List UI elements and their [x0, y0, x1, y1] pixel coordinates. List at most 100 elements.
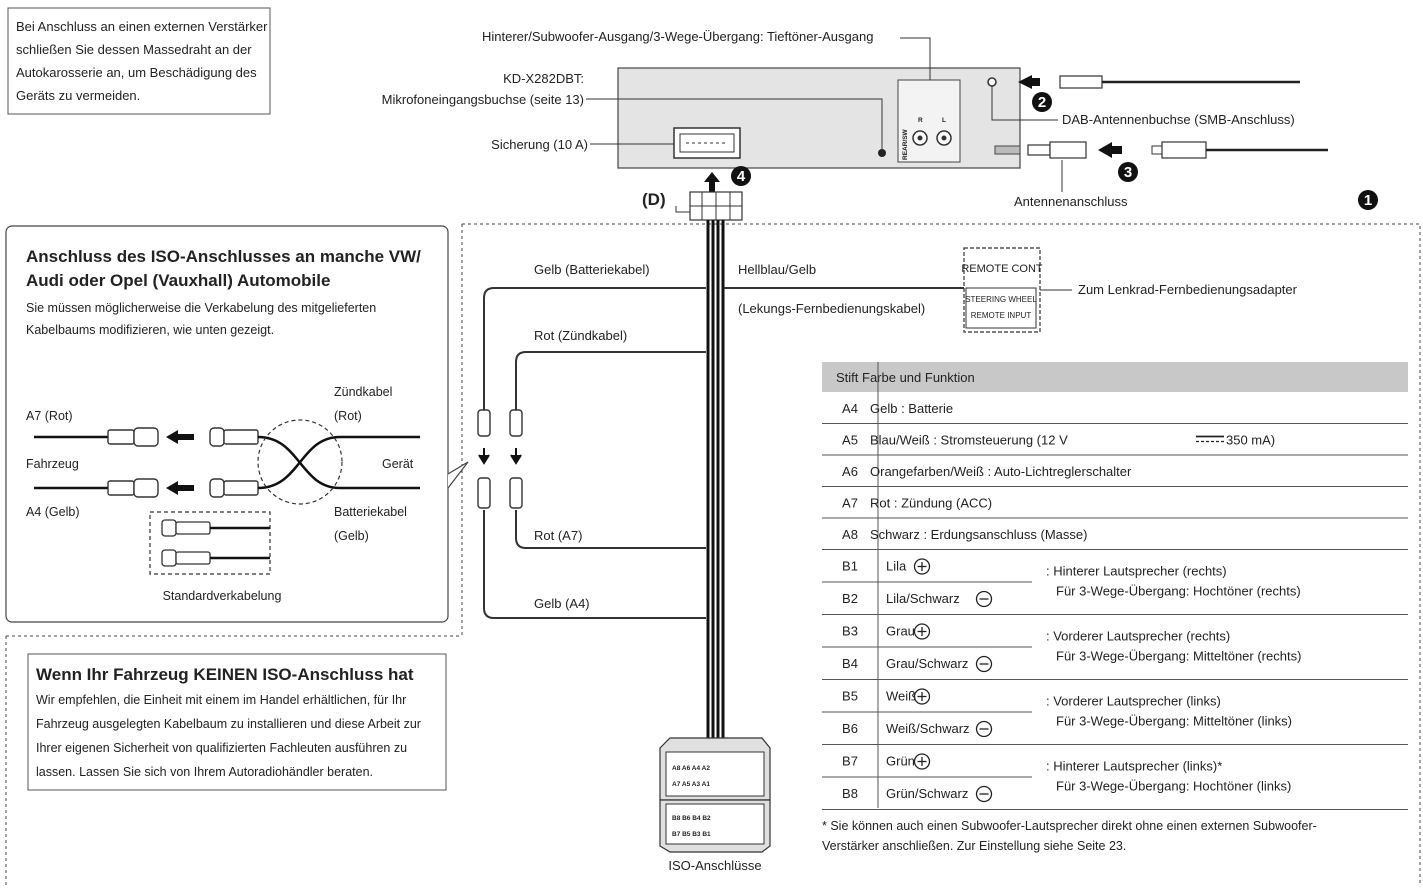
- marker-2: 2: [1032, 92, 1052, 112]
- speaker-group-line1: : Hinterer Lautsprecher (rechts): [1046, 564, 1227, 579]
- harness-bundle: [706, 220, 725, 738]
- pin-function: Rot : Zündung (ACC): [870, 496, 992, 511]
- speaker-group-line2: Für 3-Wege-Übergang: Hochtöner (rechts): [1056, 584, 1301, 599]
- plus-icon: [913, 623, 931, 640]
- iso-a-row2: A7 A5 A3 A1: [672, 781, 710, 788]
- speaker-color: Grün: [886, 754, 915, 769]
- speaker-group-line2: Für 3-Wege-Übergang: Hochtöner (links): [1056, 779, 1291, 794]
- no-iso-box: Wenn Ihr Fahrzeug KEINEN ISO-Anschluss h…: [27, 653, 447, 791]
- iso-connectors: A8 A6 A4 A2 A7 A5 A3 A1 B8 B6 B4 B2 B7 B…: [659, 737, 771, 853]
- pin-label: A8: [842, 527, 858, 542]
- plus-icon: [913, 688, 931, 705]
- jack-r-label: R: [918, 117, 923, 124]
- minus-icon: [975, 590, 993, 608]
- speaker-group-line1: : Vorderer Lautsprecher (links): [1046, 694, 1221, 709]
- speaker-color: Lila: [886, 559, 907, 574]
- plus-icon: [913, 753, 931, 770]
- vw-desc-2: Kabelbaums modifizieren, wie unten gezei…: [26, 323, 274, 337]
- pin-table-header: Stift Farbe und Funktion: [836, 370, 975, 385]
- antenna-cable: [1027, 141, 1328, 159]
- svg-text:3: 3: [1124, 164, 1132, 181]
- label-device: Gerät: [382, 457, 414, 471]
- label-dab: DAB-Antennenbuchse (SMB-Anschluss): [1062, 112, 1295, 127]
- label-yellow-battery: Gelb (Batteriekabel): [534, 262, 650, 277]
- label-rear-out: Hinterer/Subwoofer-Ausgang/3-Wege-Überga…: [482, 29, 873, 44]
- label-bat-1: Batteriekabel: [334, 505, 407, 519]
- ground-note-line: schließen Sie dessen Massedraht an der: [16, 42, 252, 57]
- iso-label: ISO-Anschlüsse: [668, 858, 761, 873]
- speaker-group-line2: Für 3-Wege-Übergang: Mitteltöner (rechts…: [1056, 649, 1301, 664]
- no-iso-line: Wir empfehlen, die Einheit mit einem im …: [36, 693, 406, 707]
- speaker-color: Weiß: [886, 689, 916, 704]
- label-model: KD-X282DBT:: [503, 71, 584, 86]
- label-red-a7: Rot (A7): [534, 528, 582, 543]
- speaker-color: Grau/Schwarz: [886, 656, 968, 671]
- pin-function-extra: 350 mA): [1226, 433, 1275, 448]
- marker-3: 3: [1118, 162, 1138, 182]
- plus-icon: [913, 558, 931, 575]
- pin-label: B8: [842, 786, 858, 801]
- label-a7: A7 (Rot): [26, 409, 73, 423]
- head-unit: REAR/SW R L: [617, 67, 1021, 169]
- label-bat-2: (Gelb): [334, 529, 369, 543]
- minus-icon: [975, 785, 993, 803]
- harness-plug: (D): [642, 190, 743, 221]
- label-ign-2: (Rot): [334, 409, 362, 423]
- pin-label: B2: [842, 591, 858, 606]
- pin-label: B7: [842, 754, 858, 769]
- speaker-group-line1: : Vorderer Lautsprecher (rechts): [1046, 629, 1230, 644]
- label-red-ignition: Rot (Zündkabel): [534, 328, 627, 343]
- remote-input-connector: REMOTE CONT STEERING WHEEL REMOTE INPUT: [961, 247, 1043, 333]
- vw-box: Anschluss des ISO-Anschlusses an manche …: [5, 225, 469, 623]
- iso-a-row1: A8 A6 A4 A2: [672, 765, 710, 772]
- footnote-line-1: * Sie können auch einen Subwoofer-Lautsp…: [822, 819, 1317, 833]
- speaker-color: Grün/Schwarz: [886, 786, 968, 801]
- label-steering-adapter: Zum Lenkrad-Fernbedienungsadapter: [1078, 282, 1298, 297]
- label-d: (D): [642, 190, 666, 209]
- remote-input-label: REMOTE INPUT: [971, 311, 1032, 320]
- bullet-connectors: [477, 409, 523, 509]
- ground-note-line: Geräts zu vermeiden.: [16, 88, 140, 103]
- speaker-color: Lila/Schwarz: [886, 591, 960, 606]
- svg-text:2: 2: [1038, 94, 1046, 111]
- pin-label: A4: [842, 401, 858, 416]
- speaker-color: Grau: [886, 624, 915, 639]
- no-iso-title: Wenn Ihr Fahrzeug KEINEN ISO-Anschluss h…: [36, 665, 414, 684]
- vw-desc-1: Sie müssen möglicherweise die Verkabelun…: [26, 301, 376, 315]
- vw-title-1: Anschluss des ISO-Anschlusses an manche …: [26, 247, 421, 266]
- jack-l-label: L: [942, 117, 946, 124]
- svg-text:4: 4: [737, 168, 746, 185]
- label-vehicle: Fahrzeug: [26, 457, 79, 471]
- minus-icon: [975, 720, 993, 738]
- label-steering: (Lekungs-Fernbedienungskabel): [738, 301, 925, 316]
- pin-label: B1: [842, 559, 858, 574]
- speaker-group-line2: Für 3-Wege-Übergang: Mitteltöner (links): [1056, 714, 1292, 729]
- jack-text: REAR/SW: [902, 128, 909, 160]
- pin-label: B6: [842, 721, 858, 736]
- pin-function: Gelb : Batterie: [870, 401, 953, 416]
- pin-label: A6: [842, 464, 858, 479]
- iso-b-row1: B8 B6 B4 B2: [672, 815, 711, 822]
- label-standard: Standardverkabelung: [163, 589, 282, 603]
- label-a4: A4 (Gelb): [26, 505, 80, 519]
- marker-1: 1: [1358, 190, 1378, 210]
- remote-steering-label: STEERING WHEEL: [965, 295, 1037, 304]
- no-iso-line: lassen. Lassen Sie sich von Ihrem Autora…: [36, 765, 373, 779]
- label-yellow-a4: Gelb (A4): [534, 596, 590, 611]
- vw-title-2: Audi oder Opel (Vauxhall) Automobile: [26, 271, 330, 290]
- svg-text:1: 1: [1364, 192, 1372, 209]
- ground-note-line: Autokarosserie an, um Beschädigung des: [16, 65, 257, 80]
- remote-cont-label: REMOTE CONT: [961, 263, 1043, 275]
- minus-icon: [975, 655, 993, 673]
- no-iso-line: Fahrzeug ausgelegten Kabelbaum zu instal…: [36, 717, 421, 731]
- dab-jack: [987, 77, 997, 87]
- ground-note-line: Bei Anschluss an einen externen Verstärk…: [16, 19, 268, 34]
- pin-label: A5: [842, 433, 858, 448]
- mic-jack: [878, 149, 886, 157]
- speaker-group-line1: : Hinterer Lautsprecher (links)*: [1046, 759, 1222, 774]
- pin-label: A7: [842, 496, 858, 511]
- ground-note-box: Bei Anschluss an einen externen Verstärk…: [7, 7, 271, 115]
- pin-function: Orangefarben/Weiß : Auto-Lichtreglerscha…: [870, 464, 1132, 479]
- pin-function: Schwarz : Erdungsanschluss (Masse): [870, 527, 1087, 542]
